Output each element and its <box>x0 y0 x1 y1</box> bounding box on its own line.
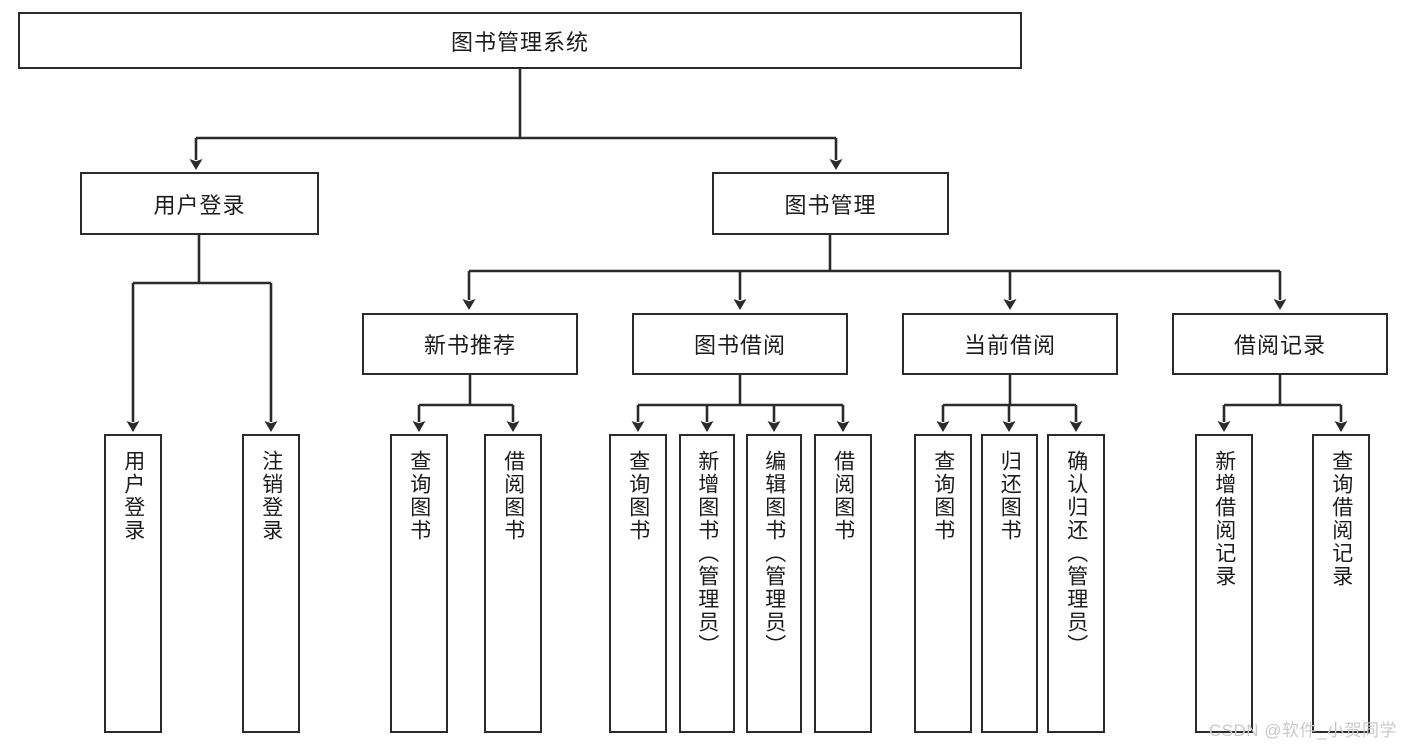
leaf-label: 查询图书 <box>407 450 431 542</box>
leaf-label: 新增图书（管理员） <box>695 450 719 657</box>
leaf-label: 归还图书 <box>998 450 1022 542</box>
node-user-login[interactable]: 用户登录 <box>80 172 319 235</box>
leaf-current-return-book[interactable]: 归还图书 <box>981 434 1038 733</box>
node-book-management-label: 图书管理 <box>784 192 877 218</box>
node-book-borrow[interactable]: 图书借阅 <box>632 313 848 375</box>
leaf-label: 查询图书 <box>931 450 955 542</box>
leaf-label: 用户登录 <box>121 450 145 542</box>
leaf-recommend-borrow-book[interactable]: 借阅图书 <box>484 434 542 733</box>
leaf-borrow-add-book-admin[interactable]: 新增图书（管理员） <box>679 434 735 733</box>
node-current-borrow-label: 当前借阅 <box>963 333 1056 358</box>
leaf-current-confirm-return-admin[interactable]: 确认归还（管理员） <box>1047 434 1105 733</box>
node-new-book-recommend-label: 新书推荐 <box>423 333 516 358</box>
leaf-label: 借阅图书 <box>831 450 855 542</box>
leaf-borrow-edit-book-admin[interactable]: 编辑图书（管理员） <box>746 434 802 733</box>
leaf-label: 查询图书 <box>626 450 650 542</box>
leaf-label: 新增借阅记录 <box>1212 450 1236 588</box>
leaf-label: 查询借阅记录 <box>1329 450 1353 588</box>
node-book-management[interactable]: 图书管理 <box>712 172 949 235</box>
leaf-label: 借阅图书 <box>501 450 525 542</box>
leaf-recommend-query-book[interactable]: 查询图书 <box>390 434 448 733</box>
node-new-book-recommend[interactable]: 新书推荐 <box>362 313 578 375</box>
leaf-borrow-query-book[interactable]: 查询图书 <box>609 434 667 733</box>
node-user-login-label: 用户登录 <box>153 192 246 218</box>
node-root[interactable]: 图书管理系统 <box>18 12 1022 69</box>
node-current-borrow[interactable]: 当前借阅 <box>902 313 1118 375</box>
leaf-user-login-signout[interactable]: 注销登录 <box>242 434 300 733</box>
leaf-user-login-signin[interactable]: 用户登录 <box>104 434 162 733</box>
node-root-label: 图书管理系统 <box>450 29 589 55</box>
node-borrow-record[interactable]: 借阅记录 <box>1172 313 1388 375</box>
node-borrow-record-label: 借阅记录 <box>1233 333 1326 358</box>
leaf-borrow-borrow-book[interactable]: 借阅图书 <box>814 434 872 733</box>
leaf-label: 确认归还（管理员） <box>1064 450 1088 657</box>
leaf-current-query-book[interactable]: 查询图书 <box>914 434 972 733</box>
leaf-label: 编辑图书（管理员） <box>762 450 786 657</box>
leaf-record-add-record[interactable]: 新增借阅记录 <box>1195 434 1253 733</box>
node-book-borrow-label: 图书借阅 <box>693 333 786 358</box>
watermark: CSDN @软件_小贺同学 <box>1208 721 1397 740</box>
leaf-record-query-record[interactable]: 查询借阅记录 <box>1312 434 1370 733</box>
leaf-label: 注销登录 <box>259 450 283 542</box>
